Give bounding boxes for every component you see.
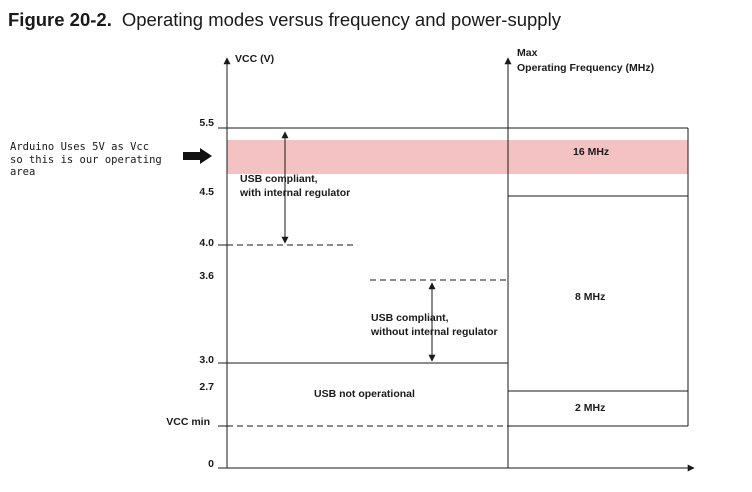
figure-caption: Operating modes versus frequency and pow… <box>121 9 561 30</box>
vcc-axis-label: VCC (V) <box>235 53 275 65</box>
usb-internal-label-line1: USB compliant, <box>240 173 318 185</box>
tick-label-5-5: 5.5 <box>199 117 214 129</box>
freq-axis-label-line2: Operating Frequency (MHz) <box>517 62 655 74</box>
usb-internal-label-line2: with internal regulator <box>240 187 351 199</box>
figure-title: Figure 20-2. Operating modes versus frequ… <box>8 9 561 31</box>
tick-label-3-6: 3.6 <box>199 270 214 282</box>
arduino-annotation: Arduino Uses 5V as Vcc so this is our op… <box>10 141 162 178</box>
annotation-arrow-icon <box>183 148 212 164</box>
tick-label-2-7: 2.7 <box>199 381 214 393</box>
usb-no-internal-label-line2: without internal regulator <box>371 326 498 338</box>
tick-label-4-0: 4.0 <box>199 237 214 249</box>
tick-label-3-0: 3.0 <box>199 354 214 366</box>
usb-no-internal-label-line1: USB compliant, <box>371 312 449 324</box>
freq-label-8mhz: 8 MHz <box>575 291 606 303</box>
freq-axis-label-line1: Max <box>517 47 538 59</box>
tick-label-vcc-min: VCC min <box>166 416 210 428</box>
usb-not-operational-label: USB not operational <box>314 388 415 400</box>
operating-area-highlight <box>227 140 688 174</box>
freq-label-2mhz: 2 MHz <box>575 402 606 414</box>
figure-number: Figure 20-2. <box>8 9 112 30</box>
tick-marks <box>218 127 227 427</box>
freq-label-16mhz: 16 MHz <box>573 146 610 158</box>
tick-label-4-5: 4.5 <box>199 186 214 198</box>
tick-label-0: 0 <box>208 458 214 470</box>
